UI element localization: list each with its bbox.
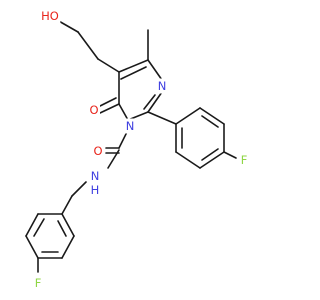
ring-carbonyl-oxygen-label: O bbox=[89, 103, 98, 117]
atom-label-background bbox=[91, 143, 105, 159]
bond bbox=[143, 94, 156, 110]
bond bbox=[99, 97, 117, 107]
atom-label-background bbox=[39, 8, 61, 24]
bond bbox=[56, 19, 79, 33]
bond bbox=[118, 103, 129, 121]
bond bbox=[199, 107, 225, 125]
bond bbox=[71, 181, 87, 197]
ring-nitrogen-label: N bbox=[158, 79, 167, 93]
top-fluorine-label: F bbox=[241, 153, 248, 167]
amide-hydrogen-label: H bbox=[91, 183, 100, 197]
bottom-fluorine-label: F bbox=[35, 276, 42, 290]
bond bbox=[147, 59, 163, 81]
bond bbox=[107, 149, 120, 169]
atom-label-background bbox=[87, 102, 101, 118]
bond bbox=[175, 151, 201, 169]
bond bbox=[118, 59, 149, 73]
bond bbox=[77, 31, 99, 60]
atom-label-background bbox=[33, 275, 43, 291]
bond bbox=[57, 220, 67, 237]
bond bbox=[97, 58, 120, 73]
amide-nitrogen-label: N bbox=[91, 169, 100, 183]
hydroxyl-oxygen-label: HO bbox=[41, 9, 59, 23]
atom-label-background bbox=[239, 152, 249, 168]
atom-labels: HO N O N F O N H F bbox=[33, 8, 249, 291]
bond bbox=[223, 151, 237, 159]
bond bbox=[201, 115, 219, 128]
molecule-structure: HO N O N F O N H F bbox=[25, 8, 249, 291]
bond bbox=[61, 235, 75, 259]
bond bbox=[175, 107, 201, 125]
atom-label-background bbox=[89, 182, 101, 198]
atom-label-background bbox=[124, 118, 136, 134]
bond bbox=[99, 103, 120, 114]
bond bbox=[25, 235, 39, 259]
amide-oxygen-label: O bbox=[93, 144, 102, 158]
bond bbox=[199, 151, 225, 169]
bond bbox=[33, 218, 45, 237]
ring-substituted-nitrogen-label: N bbox=[126, 119, 135, 133]
bond bbox=[61, 213, 75, 237]
bond bbox=[25, 213, 39, 237]
atom-label-background bbox=[156, 78, 168, 94]
bond bbox=[61, 195, 73, 215]
bond bbox=[201, 148, 219, 161]
atom-label-background bbox=[89, 168, 101, 184]
bond bbox=[147, 91, 163, 113]
bond bbox=[120, 66, 147, 80]
bond bbox=[147, 111, 177, 125]
bonds-group bbox=[25, 19, 237, 273]
